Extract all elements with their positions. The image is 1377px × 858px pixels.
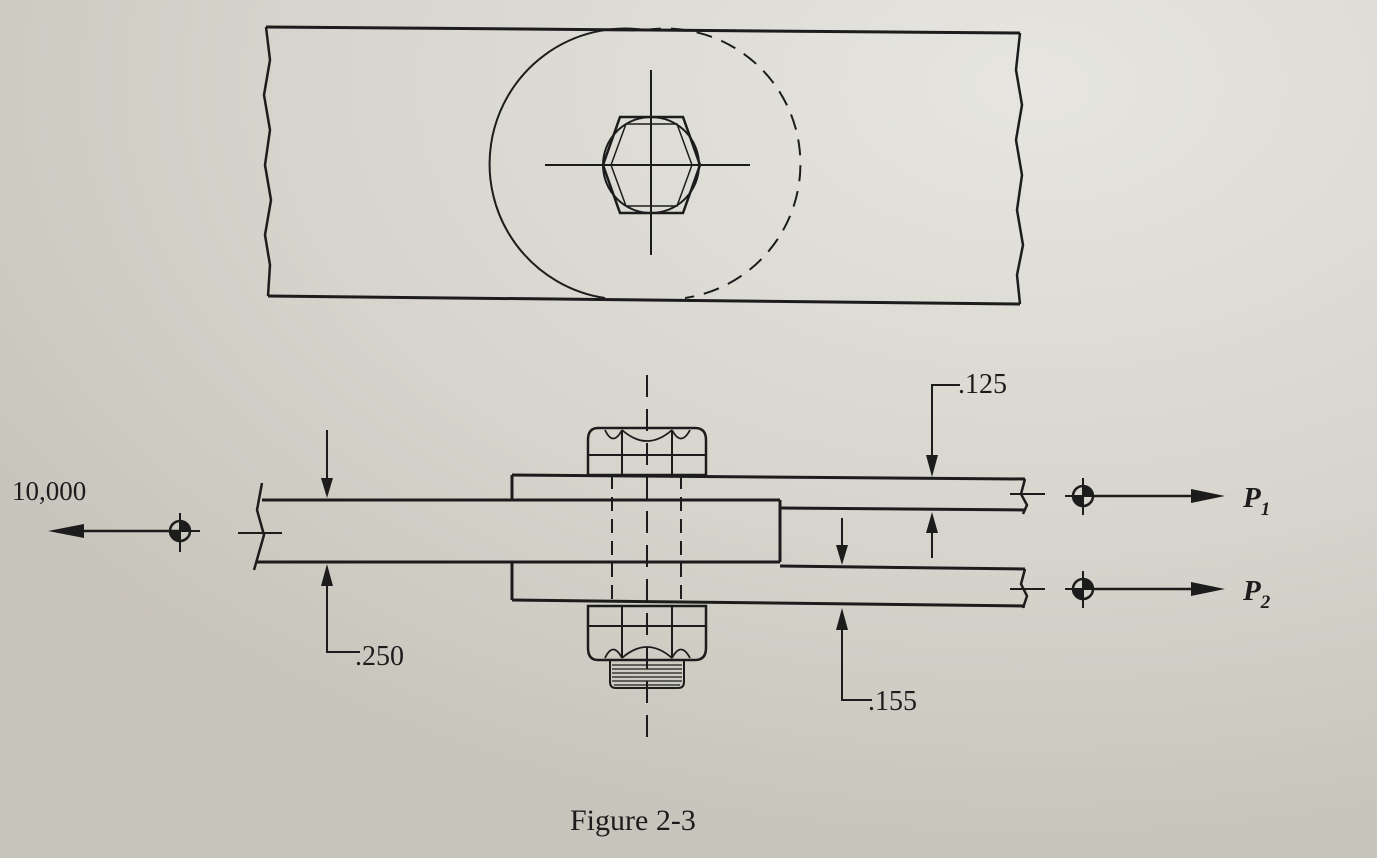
label-p1-letter: P [1242, 482, 1261, 514]
label-p1-subscript: 1 [1261, 499, 1271, 520]
top-plate-break [1019, 478, 1029, 515]
label-p1: P1 [1242, 482, 1270, 520]
label-load-left: 10,000 [12, 476, 86, 506]
plan-bottom-edge [267, 294, 1021, 306]
side-view [238, 375, 1045, 748]
dim-125-arrow-top [926, 455, 938, 477]
load-left-arrowhead [48, 524, 84, 538]
plan-right-break [1014, 32, 1025, 305]
dim-250-arrow-top [321, 478, 333, 498]
bolt-head-body [586, 426, 708, 477]
label-dim-250: .250 [355, 641, 404, 672]
dimension-lines [321, 384, 960, 701]
bolt-head-plan [545, 70, 750, 255]
center-plate-break [252, 482, 266, 571]
washer-hidden-arc [644, 27, 802, 299]
label-dim-125: .125 [958, 369, 1007, 400]
dim-125-arrow-bottom [926, 512, 938, 533]
label-p2: P2 [1242, 575, 1271, 613]
load-p1 [1065, 478, 1225, 515]
figure-caption: Figure 2-3 [570, 804, 696, 837]
bolt-thread-end [609, 660, 685, 689]
bolt-head-side [586, 426, 708, 477]
dim-250-arrow-bottom [321, 564, 333, 586]
dim-155-arrow-bottom [836, 608, 848, 630]
dim-250-leader-bottom [326, 586, 360, 653]
load-p2-arrowhead [1191, 582, 1225, 596]
dim-155-leader-bottom [841, 630, 872, 701]
nut-side [586, 604, 708, 662]
label-dim-155: .155 [868, 686, 917, 717]
label-p2-letter: P [1242, 575, 1261, 607]
thread-outline [609, 660, 685, 689]
plan-left-break [262, 26, 273, 297]
bottom-plate-top [779, 564, 1026, 571]
washer-solid-arc [488, 27, 646, 299]
load-p2 [1065, 571, 1225, 608]
dim-125-leader-top [931, 384, 960, 455]
label-p2-subscript: 2 [1260, 592, 1271, 613]
nut-body [586, 604, 708, 662]
dim-155-arrow-top [836, 545, 848, 565]
load-left [48, 513, 200, 552]
bottom-plate-bottom [511, 598, 1026, 608]
load-p1-arrowhead [1191, 489, 1225, 503]
top-plate-bottom [779, 506, 1026, 512]
bolt-head-chamfer-arcs [604, 429, 691, 442]
washer-outline [488, 27, 802, 299]
nut-chamfer-arcs [604, 646, 691, 659]
